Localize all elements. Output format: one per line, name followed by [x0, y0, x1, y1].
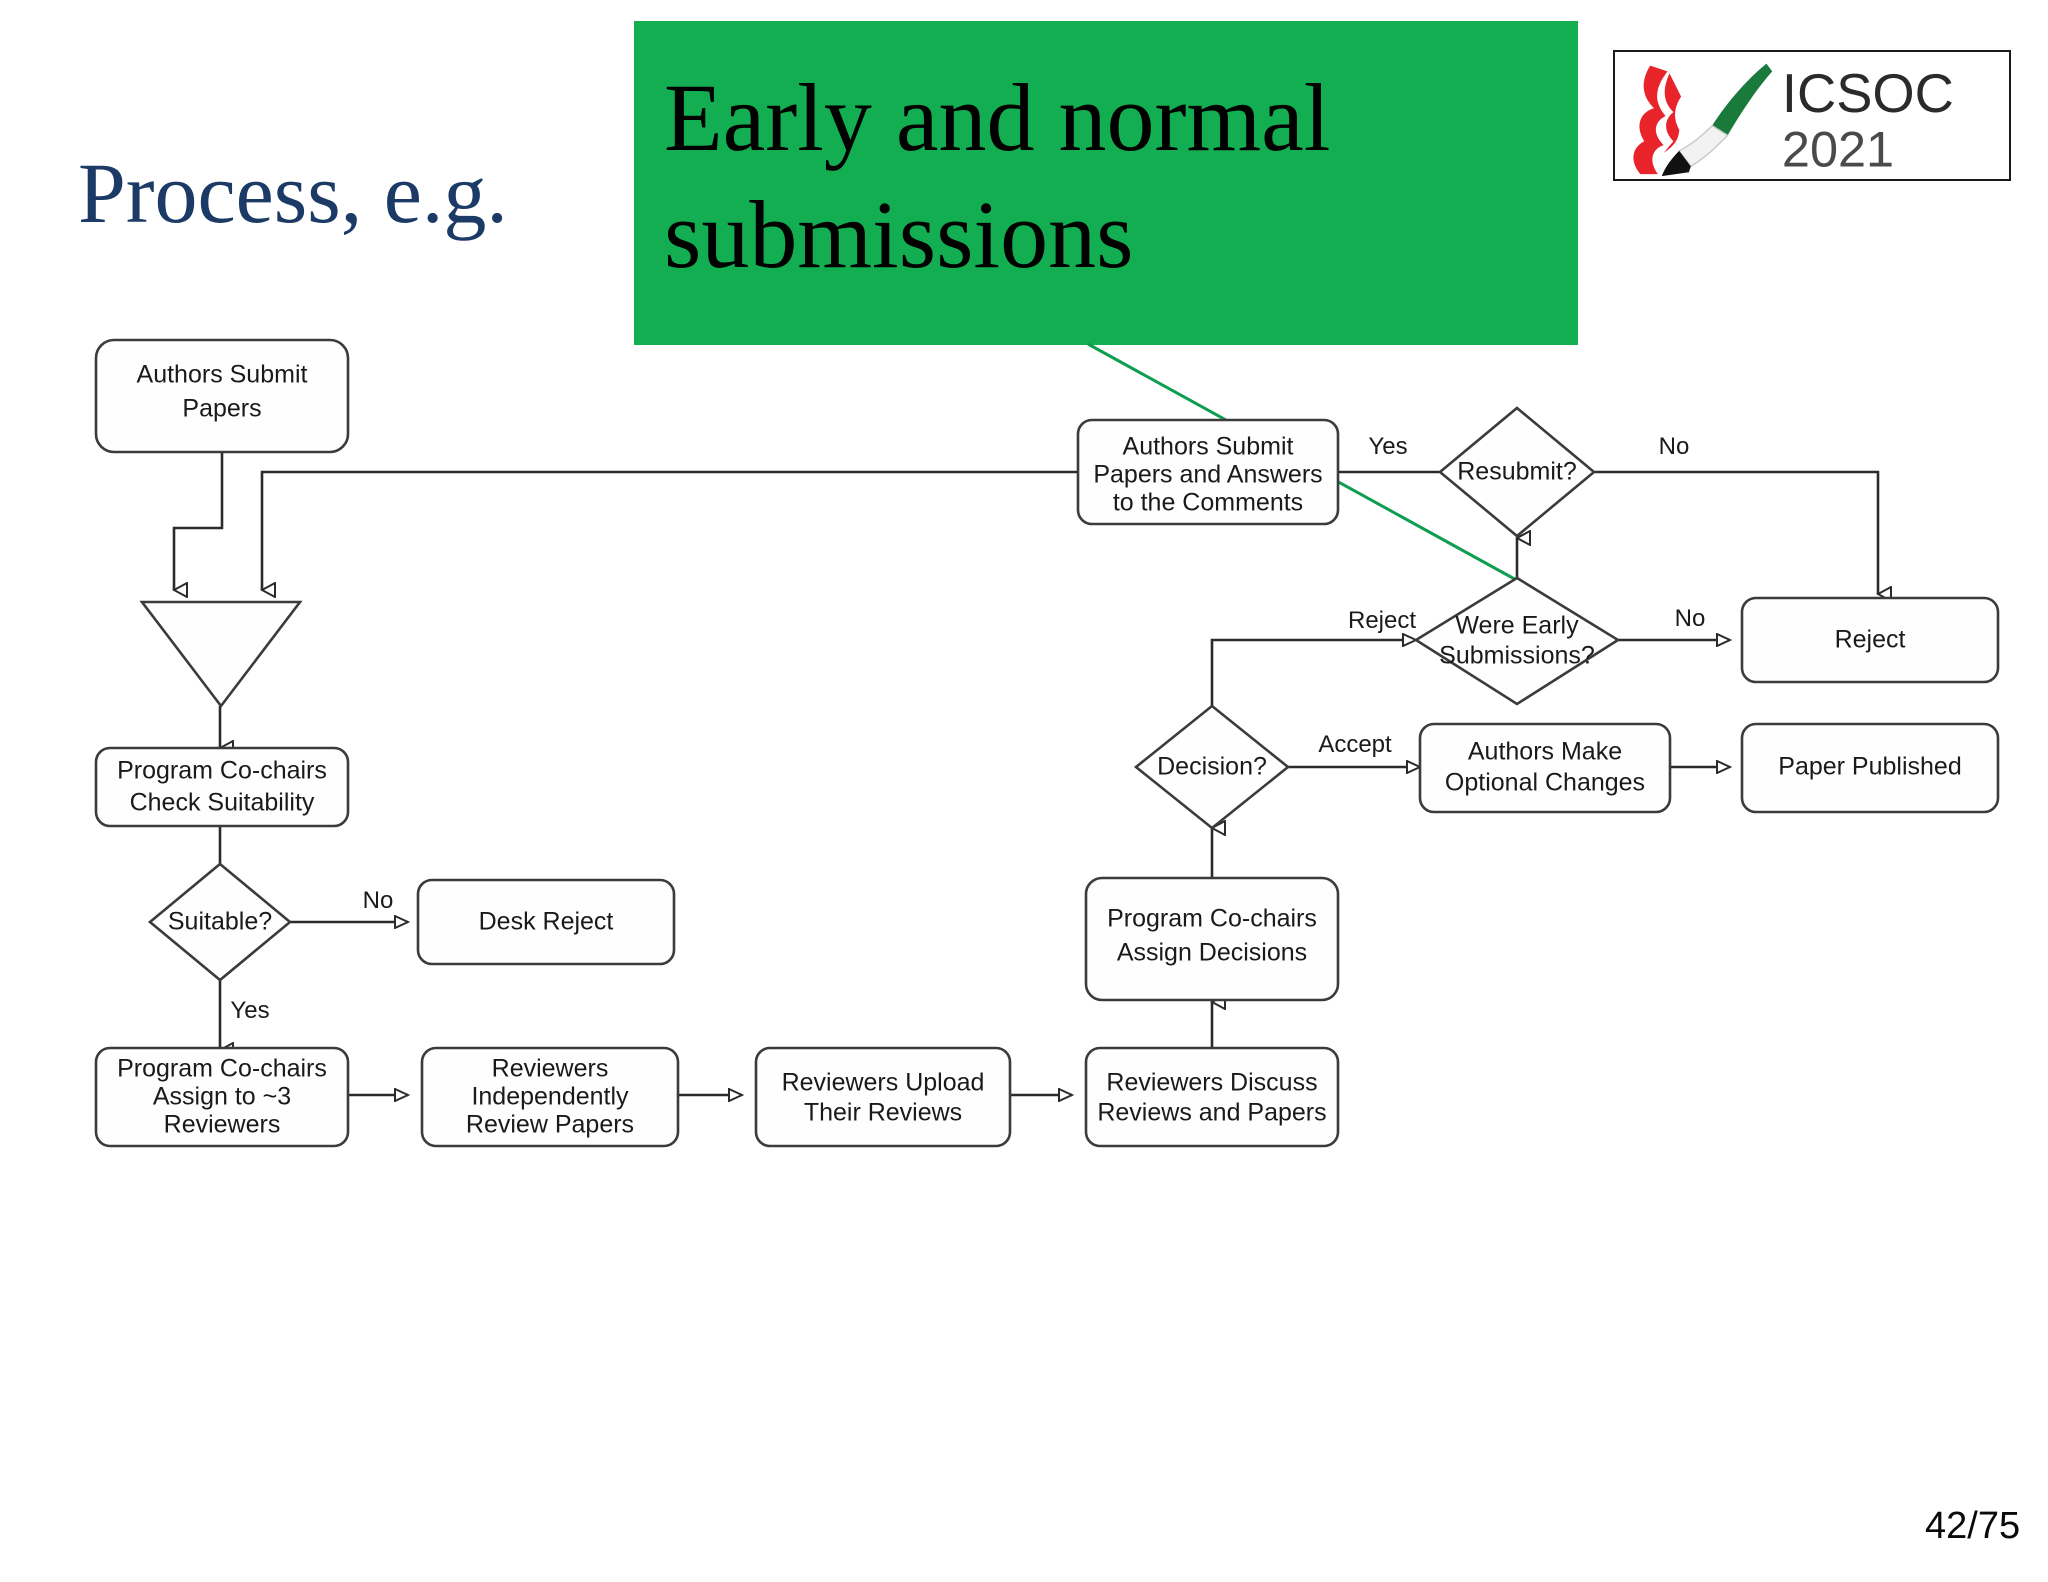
node-optional-changes[interactable]: Authors Make Optional Changes: [1418, 722, 1672, 814]
node-label: Reviewers Discuss: [1106, 1069, 1317, 1097]
page-number: 42/75: [1925, 1505, 2021, 1547]
node-label: Papers and Answers: [1093, 461, 1322, 489]
node-label: Program Co-chairs: [1107, 905, 1317, 933]
node-label: Authors Submit: [1123, 433, 1294, 461]
edge-label-early-no: No: [1675, 605, 1706, 632]
node-submit-answers[interactable]: Authors Submit Papers and Answers to the…: [1076, 418, 1340, 526]
logo-text-icsoc: ICSOC: [1782, 63, 1954, 124]
logo-text-2021: 2021: [1782, 120, 1894, 177]
callout-text: Early and normal submissions: [664, 59, 1548, 293]
node-label: Desk Reject: [479, 908, 614, 936]
node-label: Independently: [471, 1083, 629, 1111]
node-label: Reviewers: [492, 1055, 609, 1083]
flowchart-svg: Authors Submit Papers Program Co-chairs …: [94, 338, 2000, 1148]
node-reject[interactable]: Reject: [1740, 596, 2000, 684]
node-label: Suitable?: [168, 908, 272, 936]
node-label: to the Comments: [1113, 489, 1303, 517]
edge-label-decision-reject: Reject: [1348, 607, 1416, 634]
node-label: Reviewers Upload: [782, 1069, 985, 1097]
edge-label-suitable-yes: Yes: [230, 997, 269, 1024]
logo-brush-white: [1678, 124, 1729, 168]
node-independent-review[interactable]: Reviewers Independently Review Papers: [420, 1046, 680, 1148]
node-desk-reject[interactable]: Desk Reject: [416, 878, 676, 966]
node-label: Check Suitability: [130, 789, 315, 817]
node-discuss-reviews[interactable]: Reviewers Discuss Reviews and Papers: [1084, 1046, 1340, 1148]
node-label: Reviewers: [164, 1111, 281, 1139]
logo-brush-green: [1712, 63, 1773, 136]
icsoc-logo-svg: ICSOC 2021: [1633, 63, 1954, 177]
edge-label-resubmit-no: No: [1659, 433, 1690, 460]
node-decision[interactable]: Decision?: [1133, 704, 1291, 830]
node-authors-submit-papers[interactable]: Authors Submit Papers: [94, 338, 350, 454]
edge-answers-to-merge: [262, 470, 1078, 590]
node-label: Authors Make: [1468, 738, 1622, 766]
node-label: Their Reviews: [804, 1099, 962, 1127]
page-title: Process, e.g.: [78, 145, 508, 241]
node-were-early-submissions[interactable]: Were Early Submissions?: [1413, 576, 1621, 706]
node-check-suitability[interactable]: Program Co-chairs Check Suitability: [94, 746, 350, 828]
node-label: Decision?: [1157, 753, 1267, 781]
callout-line-1: Early and normal: [664, 64, 1331, 171]
node-label: Submissions?: [1439, 642, 1595, 670]
edge-resubmit-no-reject: [1594, 470, 1878, 594]
node-assign-decisions[interactable]: Program Co-chairs Assign Decisions: [1084, 876, 1340, 1002]
node-suitable-decision[interactable]: Suitable?: [147, 862, 293, 982]
logo-flame-red: [1633, 65, 1668, 175]
node-label: Review Papers: [466, 1111, 634, 1139]
node-label: Reject: [1835, 626, 1906, 654]
edge-label-suitable-no: No: [363, 887, 394, 914]
callout-box: Early and normal submissions: [634, 21, 1578, 345]
edge-label-resubmit-yes: Yes: [1368, 433, 1407, 460]
node-label: Optional Changes: [1445, 769, 1645, 797]
node-label: Authors Submit: [137, 361, 308, 389]
callout-line-2: submissions: [664, 181, 1134, 289]
node-assign-reviewers[interactable]: Program Co-chairs Assign to ~3 Reviewers: [94, 1046, 350, 1148]
node-label: Assign Decisions: [1117, 939, 1307, 967]
node-label: Program Co-chairs: [117, 757, 327, 785]
node-paper-published[interactable]: Paper Published: [1740, 722, 2000, 814]
node-merge-triangle[interactable]: [139, 600, 303, 709]
flowchart: Authors Submit Papers Program Co-chairs …: [0, 300, 2048, 1550]
node-upload-reviews[interactable]: Reviewers Upload Their Reviews: [754, 1046, 1012, 1148]
node-label: Resubmit?: [1457, 458, 1577, 486]
node-label: Reviews and Papers: [1097, 1099, 1326, 1127]
logo-flame-red-2: [1663, 73, 1682, 153]
node-label: Papers: [182, 395, 261, 423]
node-label: Assign to ~3: [153, 1083, 291, 1111]
node-resubmit[interactable]: Resubmit?: [1437, 406, 1597, 538]
edge-submit-to-merge: [174, 452, 224, 590]
edge-decision-reject: [1210, 640, 1416, 706]
edge-label-decision-accept: Accept: [1318, 731, 1392, 758]
node-label: Paper Published: [1778, 753, 1961, 781]
node-label: Were Early: [1455, 612, 1579, 640]
icsoc-logo: ICSOC 2021: [1613, 50, 2011, 181]
node-label: Program Co-chairs: [117, 1055, 327, 1083]
logo-brush-tip-black: [1661, 150, 1691, 177]
